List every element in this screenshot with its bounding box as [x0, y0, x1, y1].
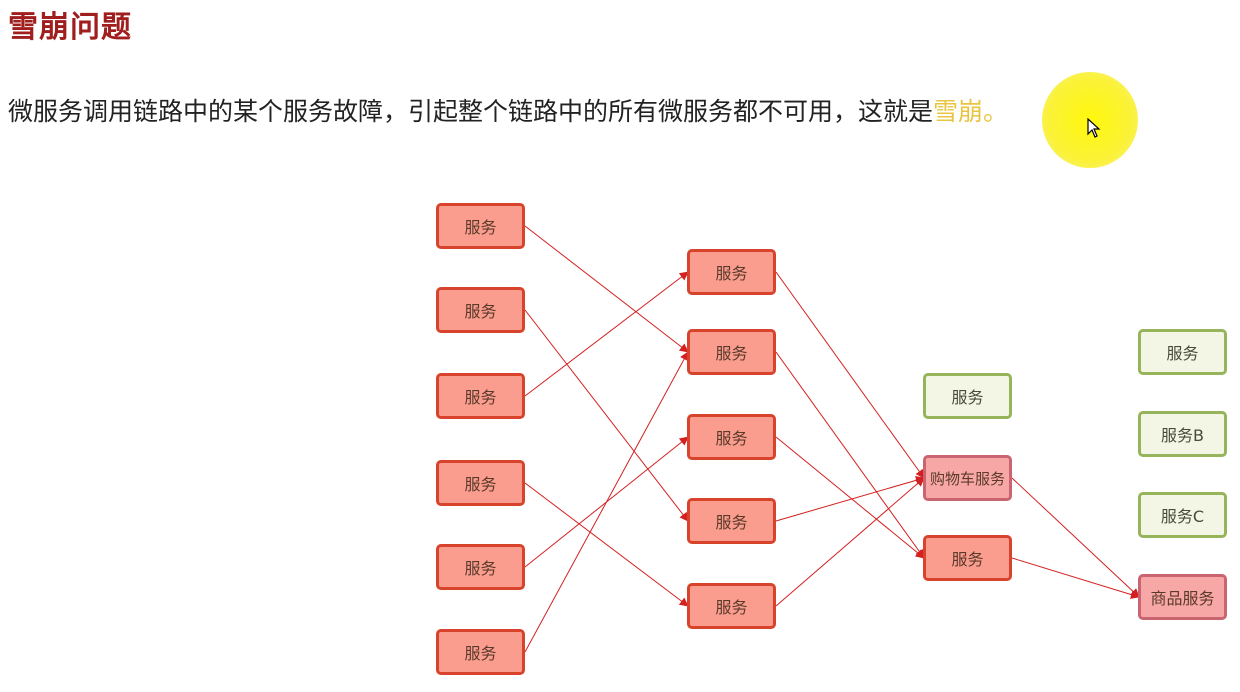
service-node-l2: 服务 — [436, 287, 525, 333]
edge-l1-m2 — [524, 225, 689, 353]
mouse-pointer-icon — [1087, 118, 1101, 138]
service-node-m4: 服务 — [687, 498, 776, 544]
edge-m3-r2 — [775, 436, 925, 559]
description-text: 微服务调用链路中的某个服务故障，引起整个链路中的所有微服务都不可用，这就是 — [8, 97, 934, 126]
goods-service-node: 商品服务 — [1138, 574, 1227, 620]
service-node-l1: 服务 — [436, 203, 525, 249]
edge-cart-goods — [1011, 477, 1140, 598]
service-node-m1: 服务 — [687, 249, 776, 295]
service-c-node: 服务C — [1138, 492, 1227, 538]
healthy-service-node-g1: 服务 — [923, 373, 1012, 419]
edge-l3-m1 — [524, 271, 689, 397]
service-node-l6: 服务 — [436, 629, 525, 675]
healthy-service-node-g2: 服务 — [1138, 329, 1227, 375]
service-b-node: 服务B — [1138, 411, 1227, 457]
edge-r2-goods — [1011, 557, 1140, 599]
cursor-highlight — [1042, 72, 1138, 168]
edge-m5-cart — [775, 477, 925, 607]
service-node-r2: 服务 — [923, 535, 1012, 581]
service-node-m2: 服务 — [687, 329, 776, 375]
service-node-l5: 服务 — [436, 544, 525, 590]
edge-l6-m2 — [524, 351, 689, 653]
description-end: 。 — [983, 97, 1009, 126]
description-highlight: 雪崩 — [933, 97, 984, 126]
edge-l4-m5 — [524, 482, 689, 607]
edge-l2-m4 — [524, 309, 689, 522]
cart-service-node: 购物车服务 — [923, 455, 1012, 501]
edges — [524, 225, 1140, 653]
page-title: 雪崩问题 — [8, 10, 132, 45]
description: 微服务调用链路中的某个服务故障，引起整个链路中的所有微服务都不可用，这就是雪崩。 — [8, 92, 1008, 128]
edge-m2-r2 — [775, 351, 925, 559]
edge-m4-cart — [775, 475, 925, 522]
service-node-l3: 服务 — [436, 373, 525, 419]
edge-m1-cart — [775, 271, 925, 479]
service-node-m5: 服务 — [687, 583, 776, 629]
service-node-l4: 服务 — [436, 460, 525, 506]
service-node-m3: 服务 — [687, 414, 776, 460]
